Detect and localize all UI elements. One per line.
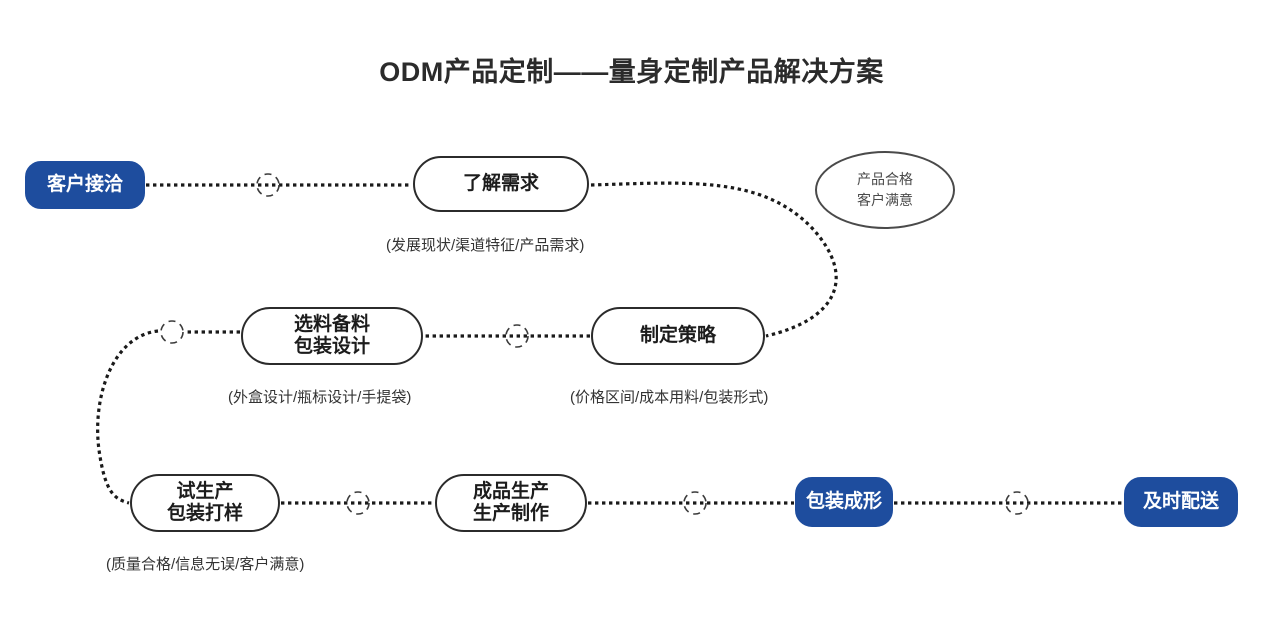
- node-label: 试生产 包装打样: [166, 480, 243, 524]
- node-quality-satisfaction[interactable]: 产品合格 客户满意: [815, 151, 955, 229]
- connector-node-icon: [1005, 491, 1029, 515]
- node-label: 及时配送: [1142, 490, 1219, 512]
- node-label: 了解需求: [462, 172, 539, 194]
- node-timely-delivery[interactable]: 及时配送: [1124, 477, 1238, 527]
- page-title: ODM产品定制——量身定制产品解决方案: [379, 57, 884, 87]
- node-label: 选料备料 包装设计: [293, 313, 370, 357]
- node-material-packaging-design[interactable]: 选料备料 包装设计: [241, 307, 423, 365]
- node-packaging-forming[interactable]: 包装成形: [795, 477, 893, 527]
- node-label: 制定策略: [639, 324, 716, 346]
- node-customer-contact[interactable]: 客户接洽: [25, 161, 145, 209]
- node-strategy[interactable]: 制定策略: [591, 307, 765, 365]
- connector-node-icon: [346, 491, 370, 515]
- connector-n2-n5: [590, 181, 838, 338]
- node-label: 包装成形: [805, 490, 882, 512]
- node-trial-production[interactable]: 试生产 包装打样: [130, 474, 280, 532]
- connector-node-icon: [505, 324, 529, 348]
- connector-node-icon: [683, 491, 707, 515]
- connector-node-icon: [160, 320, 184, 344]
- connector-n4-n6: [96, 329, 159, 505]
- node-label: 客户接洽: [46, 173, 123, 195]
- node-label: 成品生产 生产制作: [472, 480, 549, 524]
- node-understand-requirements[interactable]: 了解需求: [413, 156, 589, 212]
- caption-trial-production: (质量合格/信息无误/客户满意): [106, 556, 305, 573]
- node-finished-production[interactable]: 成品生产 生产制作: [435, 474, 587, 532]
- node-label: 产品合格 客户满意: [857, 171, 913, 208]
- caption-understand-requirements: (发展现状/渠道特征/产品需求): [386, 237, 585, 254]
- caption-material-packaging-design: (外盒设计/瓶标设计/手提袋): [228, 389, 412, 406]
- connector-node-icon: [256, 173, 280, 197]
- caption-strategy: (价格区间/成本用料/包装形式): [570, 389, 769, 406]
